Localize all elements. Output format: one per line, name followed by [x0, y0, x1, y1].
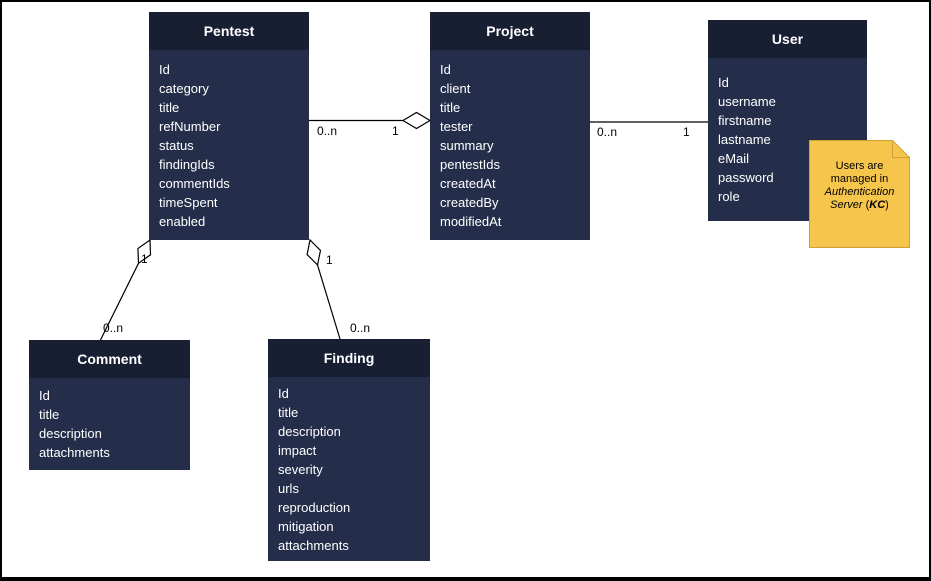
note-line: Users are [835, 160, 884, 172]
entity-field: createdBy [440, 194, 499, 210]
multiplicity-pentest-comment-source: 1 [141, 252, 148, 266]
aggregation-diamond-icon [401, 111, 432, 130]
entity-field: status [159, 137, 194, 153]
entity-pentest-fields: Id category title refNumber status findingIds… [149, 50, 309, 240]
entity-field: impact [278, 442, 317, 458]
entity-comment[interactable]: Comment Id title description attachments [29, 340, 190, 470]
entity-field: role [718, 189, 740, 204]
entity-field: client [440, 80, 471, 96]
entity-project-fields: Id client title tester summary pentestIds crea… [430, 50, 590, 240]
entity-field: refNumber [159, 118, 221, 134]
entity-field: severity [278, 461, 323, 477]
multiplicity-project-user-target: 1 [683, 125, 690, 139]
entity-field: mitigation [278, 518, 334, 534]
multiplicity-pentest-project-source: 0..n [317, 124, 338, 138]
entity-field: title [440, 99, 461, 115]
entity-user-title: User [708, 20, 867, 58]
entity-field: attachments [39, 445, 110, 460]
connector-pentest-comment[interactable] [99, 238, 152, 342]
entity-field: Id [718, 75, 729, 90]
note-line: Server (KC) [830, 199, 889, 211]
aggregation-diamond-icon [306, 238, 322, 267]
entity-field: Id [159, 61, 170, 77]
entity-field: Id [440, 61, 451, 77]
multiplicity-pentest-finding-source: 1 [326, 253, 333, 267]
multiplicity-project-user-source: 0..n [597, 125, 618, 139]
entity-field: firstname [718, 113, 772, 128]
entity-field: tester [440, 118, 473, 134]
entity-field: urls [278, 480, 299, 496]
entity-field: attachments [278, 537, 349, 553]
multiplicity-pentest-comment-target: 0..n [103, 321, 124, 335]
sticky-note-shape-icon [809, 140, 910, 248]
entity-field: commentIds [159, 175, 230, 191]
entity-finding-title: Finding [268, 339, 430, 377]
sticky-note-text: Users are managed in Authentication Serv… [809, 160, 910, 212]
entity-finding[interactable]: Finding Id title description impact severity… [268, 339, 430, 561]
entity-field: createdAt [440, 175, 496, 191]
note-line: managed in [830, 173, 889, 185]
connector-pentest-finding[interactable] [306, 238, 341, 340]
entity-project[interactable]: Project Id client title tester summary pentes… [430, 12, 590, 240]
multiplicity-pentest-finding-target: 0..n [350, 321, 371, 335]
entity-field: reproduction [278, 499, 351, 515]
entity-field: title [159, 99, 180, 115]
folded-corner-icon [892, 140, 910, 158]
entity-field: lastname [718, 132, 771, 147]
entity-field: enabled [159, 213, 206, 229]
note-line: Authentication [824, 186, 895, 198]
entity-field: timeSpent [159, 194, 218, 210]
entity-field: summary [440, 137, 494, 153]
entity-field: pentestIds [440, 156, 500, 172]
entity-field: eMail [718, 151, 750, 166]
entity-comment-fields: Id title description attachments [29, 378, 190, 470]
entity-field: category [159, 80, 209, 96]
entity-pentest[interactable]: Pentest Id category title refNumber status fi… [149, 12, 309, 240]
sticky-note[interactable]: Users are managed in Authentication Serv… [809, 140, 910, 248]
entity-field: findingIds [159, 156, 215, 172]
multiplicity-pentest-project-target: 1 [392, 124, 399, 138]
entity-field: title [278, 404, 299, 420]
entity-finding-fields: Id title description impact severity urls repr… [268, 377, 430, 561]
entity-project-title: Project [430, 12, 590, 50]
entity-field: title [39, 407, 60, 422]
entity-user-fields: Id username firstname lastname eMail password… [708, 58, 867, 221]
entity-field: Id [278, 385, 289, 401]
entity-field: username [718, 94, 776, 109]
entity-field: password [718, 170, 774, 185]
entity-field: modifiedAt [440, 213, 502, 229]
entity-field: description [278, 423, 341, 439]
entity-pentest-title: Pentest [149, 12, 309, 50]
entity-comment-title: Comment [29, 340, 190, 378]
entity-field: Id [39, 388, 50, 403]
entity-field: description [39, 426, 102, 441]
